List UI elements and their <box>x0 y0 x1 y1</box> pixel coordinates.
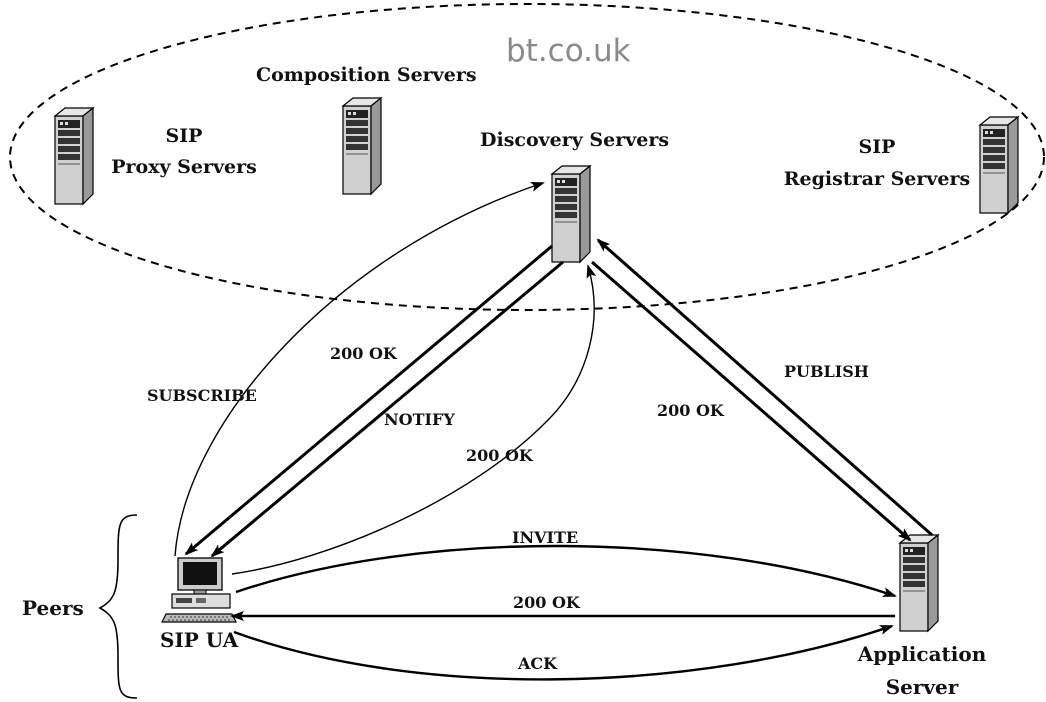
notify-label: NOTIFY <box>384 410 455 429</box>
notify-arrow <box>210 260 564 558</box>
sip-registrar-label-line1: SIP <box>858 136 896 158</box>
ok-subscribe-arrow <box>184 244 553 556</box>
subscribe-arrow <box>174 182 545 557</box>
discovery-servers-label: Discovery Servers <box>480 129 670 151</box>
sip-registrar-servers-label: SIP Registrar Servers <box>782 138 972 189</box>
composition-server-icon <box>342 97 382 195</box>
subscribe-label: SUBSCRIBE <box>147 386 257 405</box>
bt-domain-boundary <box>9 3 1045 311</box>
invite-label: INVITE <box>512 528 579 547</box>
publish-label: PUBLISH <box>784 362 869 381</box>
peers-label: Peers <box>22 596 84 620</box>
watermark-text: bt.co.uk <box>506 33 631 69</box>
sip-proxy-server-icon <box>54 107 94 205</box>
sip-registrar-label-line2: Registrar Servers <box>783 168 971 190</box>
ok-notify-arrow <box>231 264 597 575</box>
application-server-label: Application Server <box>852 644 992 697</box>
ok-invite-label: 200 OK <box>513 593 580 612</box>
sip-proxy-label-line1: SIP <box>165 125 203 147</box>
ack-arrow <box>233 624 894 681</box>
ok-subscribe-label: 200 OK <box>330 344 397 363</box>
application-server-label-line1: Application <box>857 642 987 666</box>
sip-registrar-server-icon <box>979 116 1019 214</box>
ack-label: ACK <box>518 654 558 673</box>
sip-proxy-servers-label: SIP Proxy Servers <box>104 127 264 177</box>
ok-publish-label: 200 OK <box>657 401 724 420</box>
composition-servers-label: Composition Servers <box>256 64 477 86</box>
ok-publish-arrow <box>591 260 912 542</box>
discovery-server-icon <box>551 165 591 263</box>
application-server-label-line2: Server <box>885 675 959 699</box>
invite-arrow <box>235 544 897 598</box>
publish-arrow <box>596 238 933 537</box>
ok-notify-label: 200 OK <box>466 446 533 465</box>
sip-ua-label: SIP UA <box>160 628 239 652</box>
peers-brace <box>98 514 138 699</box>
application-server-icon <box>899 534 939 632</box>
sip-proxy-label-line2: Proxy Servers <box>111 156 257 178</box>
sip-ua-computer-icon <box>161 557 237 623</box>
